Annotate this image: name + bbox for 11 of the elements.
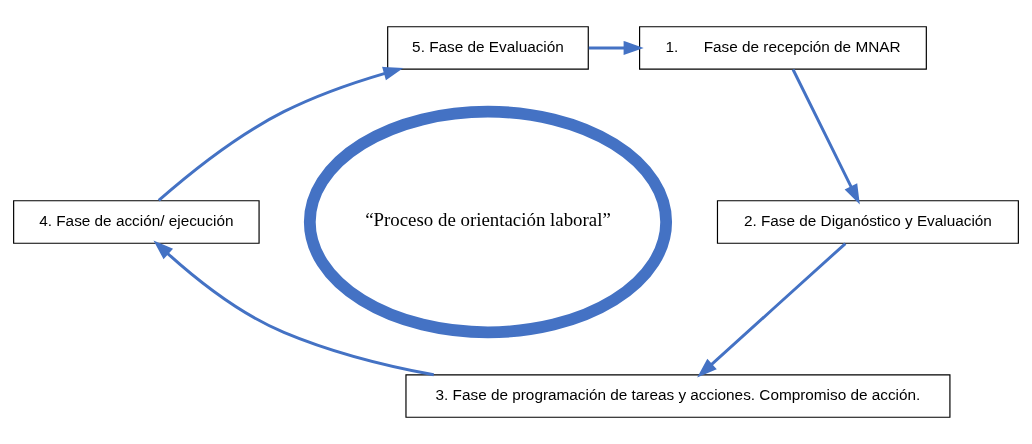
node-box: 1. Fase de recepción de MNAR <box>639 26 927 70</box>
arrow <box>153 240 434 377</box>
arrow <box>791 68 860 205</box>
node-box: 2. Fase de Diganóstico y Evaluación <box>716 200 1019 244</box>
arrow <box>697 242 847 378</box>
arrow <box>157 66 404 202</box>
arrow <box>588 40 644 55</box>
node-ellipse: “Proceso de orientación laboral” <box>303 105 673 339</box>
node-box: 3. Fase de programación de tareas y acciones. Compromiso de acción. <box>405 374 951 418</box>
node-box: 5. Fase de Evaluación <box>387 26 589 70</box>
node-box: 4. Fase de acción/ ejecución <box>13 200 260 244</box>
